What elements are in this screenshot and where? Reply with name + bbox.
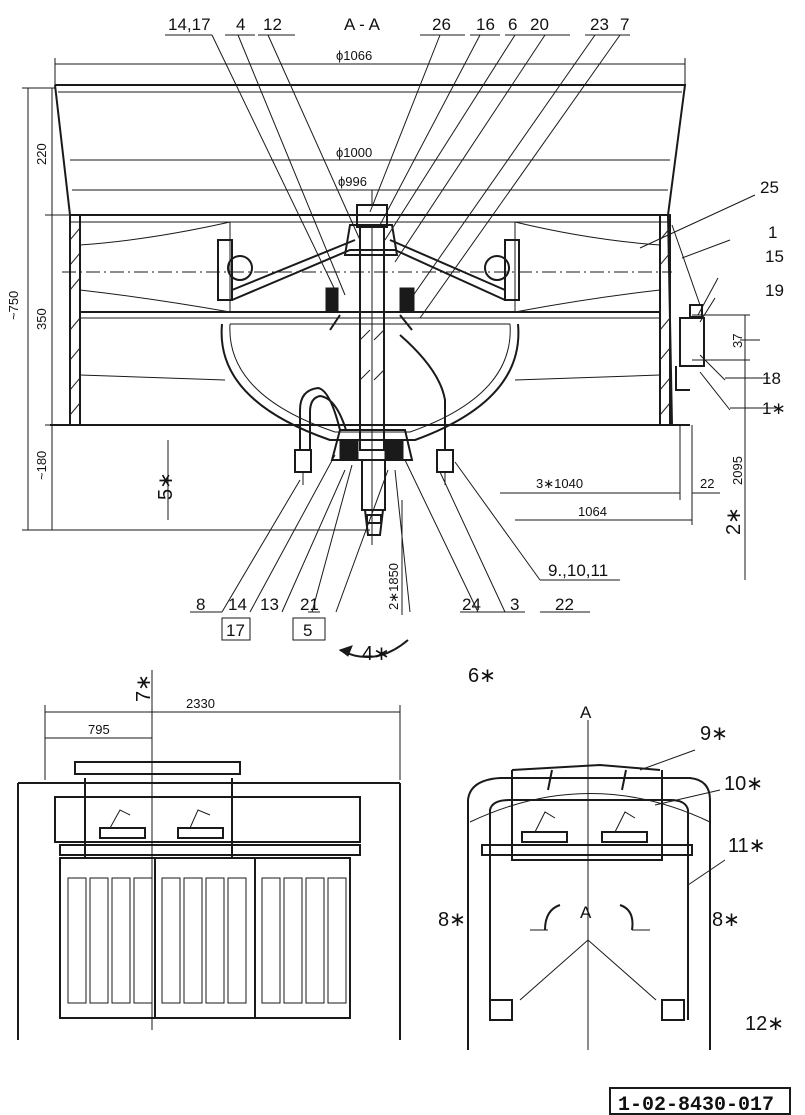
label-26: 26 — [432, 15, 451, 34]
note-9: 9∗ — [700, 723, 728, 745]
label-17-boxed: 17 — [226, 621, 245, 640]
radiator-fins — [67, 877, 347, 1004]
label-19: 19 — [765, 281, 784, 300]
dim-2095: 2095 — [730, 456, 745, 485]
note-2: 2∗ — [723, 507, 745, 535]
left-blade-nut — [227, 255, 253, 281]
labels: A - A 14,17 4 12 26 16 6 20 23 7 ϕ1066 ϕ… — [6, 15, 791, 1115]
label-13: 13 — [260, 595, 279, 614]
section-title: A - A — [344, 15, 381, 34]
right-collar — [399, 287, 415, 313]
label-18: 18 — [762, 369, 781, 388]
note-10: 10∗ — [724, 773, 763, 795]
label-20: 20 — [530, 15, 549, 34]
left-wall-hatch — [69, 227, 81, 416]
label-1-star: 1∗ — [762, 399, 786, 418]
dim-1850: 2∗1850 — [386, 563, 401, 610]
label-7: 7 — [620, 15, 629, 34]
left-blade-flange — [217, 239, 233, 301]
section-mark-bottom: A — [580, 903, 592, 922]
label-21: 21 — [300, 595, 319, 614]
right-blade-flange — [504, 239, 520, 301]
note-12: 12∗ — [745, 1013, 784, 1035]
dim-180: ~180 — [34, 451, 49, 480]
right-blade-nut — [484, 255, 510, 281]
right-lube-pipe — [399, 334, 446, 450]
bowl — [220, 323, 520, 441]
label-8: 8 — [196, 595, 205, 614]
dim-phi-1066: ϕ1066 — [336, 48, 372, 63]
left-blade — [79, 221, 231, 313]
label-12: 12 — [263, 15, 282, 34]
right-blade — [514, 221, 661, 313]
dim-795: 795 — [88, 722, 110, 737]
dim-phi-1000: ϕ1000 — [336, 145, 372, 160]
dim-1040: 3∗1040 — [536, 476, 583, 491]
note-5: 5∗ — [155, 472, 177, 500]
note-8-right: 8∗ — [712, 909, 740, 931]
front-view — [17, 670, 401, 1040]
label-23: 23 — [590, 15, 609, 34]
left-lube-pipe — [299, 386, 347, 450]
label-22: 22 — [555, 595, 574, 614]
leader-lines — [165, 34, 780, 641]
label-4: 4 — [236, 15, 245, 34]
dimension-lines — [22, 58, 760, 658]
label-5-boxed: 5 — [303, 621, 312, 640]
label-9-10-11: 9.,10,11 — [548, 561, 608, 580]
note-4: 4∗ — [362, 643, 390, 665]
dim-220: 220 — [34, 143, 49, 165]
dim-22: 22 — [700, 476, 714, 491]
mounting-bracket — [679, 317, 705, 367]
left-collar — [325, 287, 339, 313]
drawing-number: 1-02-8430-017 — [618, 1094, 774, 1115]
left-nipple — [294, 449, 312, 473]
label-14: 14 — [228, 595, 247, 614]
label-16: 16 — [476, 15, 495, 34]
dim-phi-996: ϕ996 — [338, 174, 367, 189]
dim-2330: 2330 — [186, 696, 215, 711]
dim-37: 37 — [730, 334, 745, 348]
dim-350: 350 — [34, 308, 49, 330]
note-8-left: 8∗ — [438, 909, 466, 931]
side-view — [467, 720, 726, 1050]
label-14-17: 14,17 — [168, 15, 211, 34]
note-7: 7∗ — [133, 674, 155, 702]
drawing-number-frame — [609, 1087, 791, 1115]
note-6: 6∗ — [468, 665, 496, 687]
section-a-a-view — [50, 84, 705, 545]
dim-750: ~750 — [6, 291, 21, 320]
section-mark-top: A — [580, 703, 592, 722]
label-24: 24 — [462, 595, 481, 614]
label-25: 25 — [760, 178, 779, 197]
note-11: 11∗ — [728, 835, 766, 857]
label-3: 3 — [510, 595, 519, 614]
right-nipple — [436, 449, 454, 473]
label-6: 6 — [508, 15, 517, 34]
label-1: 1 — [768, 223, 777, 242]
dim-1064: 1064 — [578, 504, 607, 519]
label-15: 15 — [765, 247, 784, 266]
hub — [343, 224, 399, 256]
rotor-arms — [231, 239, 506, 301]
bearing-housing — [330, 429, 414, 461]
